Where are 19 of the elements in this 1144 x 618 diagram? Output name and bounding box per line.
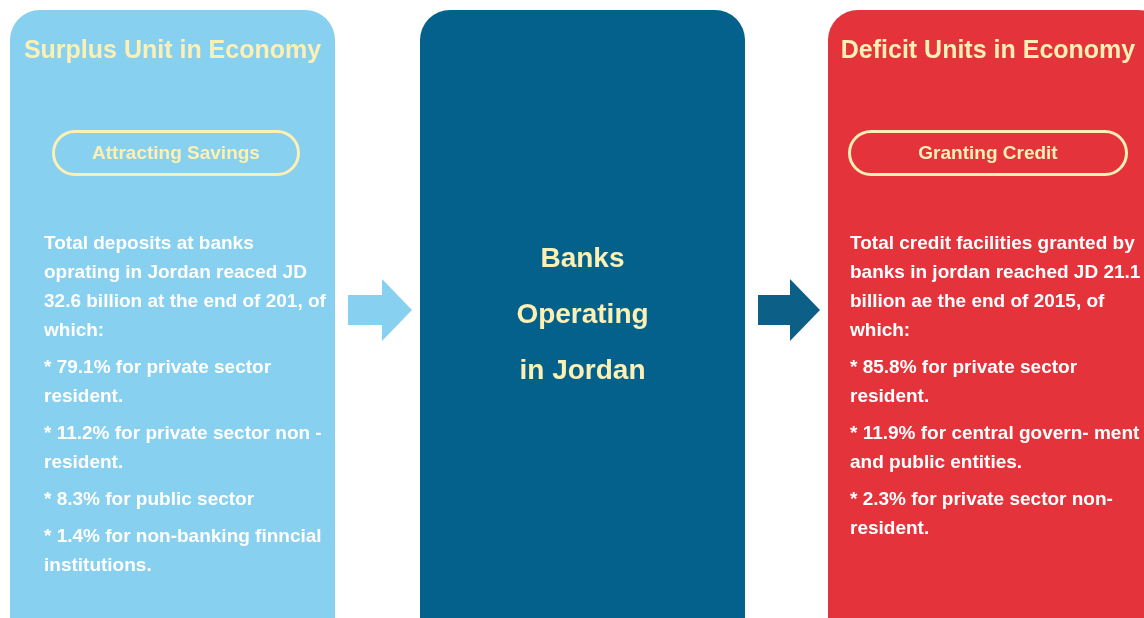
body-text: Total credit facilities granted by banks in jordan reached JD 21.1 billion ae the end of 2015, of which: — [850, 231, 1142, 342]
body-text: * 8.3% for public sector — [44, 487, 256, 511]
column-panel — [828, 10, 1144, 618]
body-text: * 1.4% for non-banking finncial institutions. — [44, 524, 323, 577]
panel-title: Banks Operating in Jordan — [516, 241, 649, 387]
body-text: Total deposits at banks oprating in Jordan reaced JD 32.6 billion at the end of 201, of which: — [44, 231, 327, 342]
body-text: * 85.8% for private sector resident. — [850, 355, 1079, 408]
panel-heading: Deficit Units in Economy — [839, 34, 1137, 64]
block-arrow — [348, 279, 412, 341]
panel-heading: Surplus Unit in Economy — [22, 34, 323, 64]
body-text: * 2.3% for private sector non-resident. — [850, 487, 1114, 540]
pill-label: Attracting Savings — [52, 130, 300, 176]
column-panel — [420, 10, 745, 618]
block-arrow — [758, 279, 820, 341]
body-text: * 11.2% for private sector non - resident. — [44, 421, 323, 474]
body-text: * 79.1% for private sector resident. — [44, 355, 273, 408]
column-panel — [10, 10, 335, 618]
pill-label: Granting Credit — [848, 130, 1128, 176]
body-text: * 11.9% for central govern- ment and public entities. — [850, 421, 1141, 474]
